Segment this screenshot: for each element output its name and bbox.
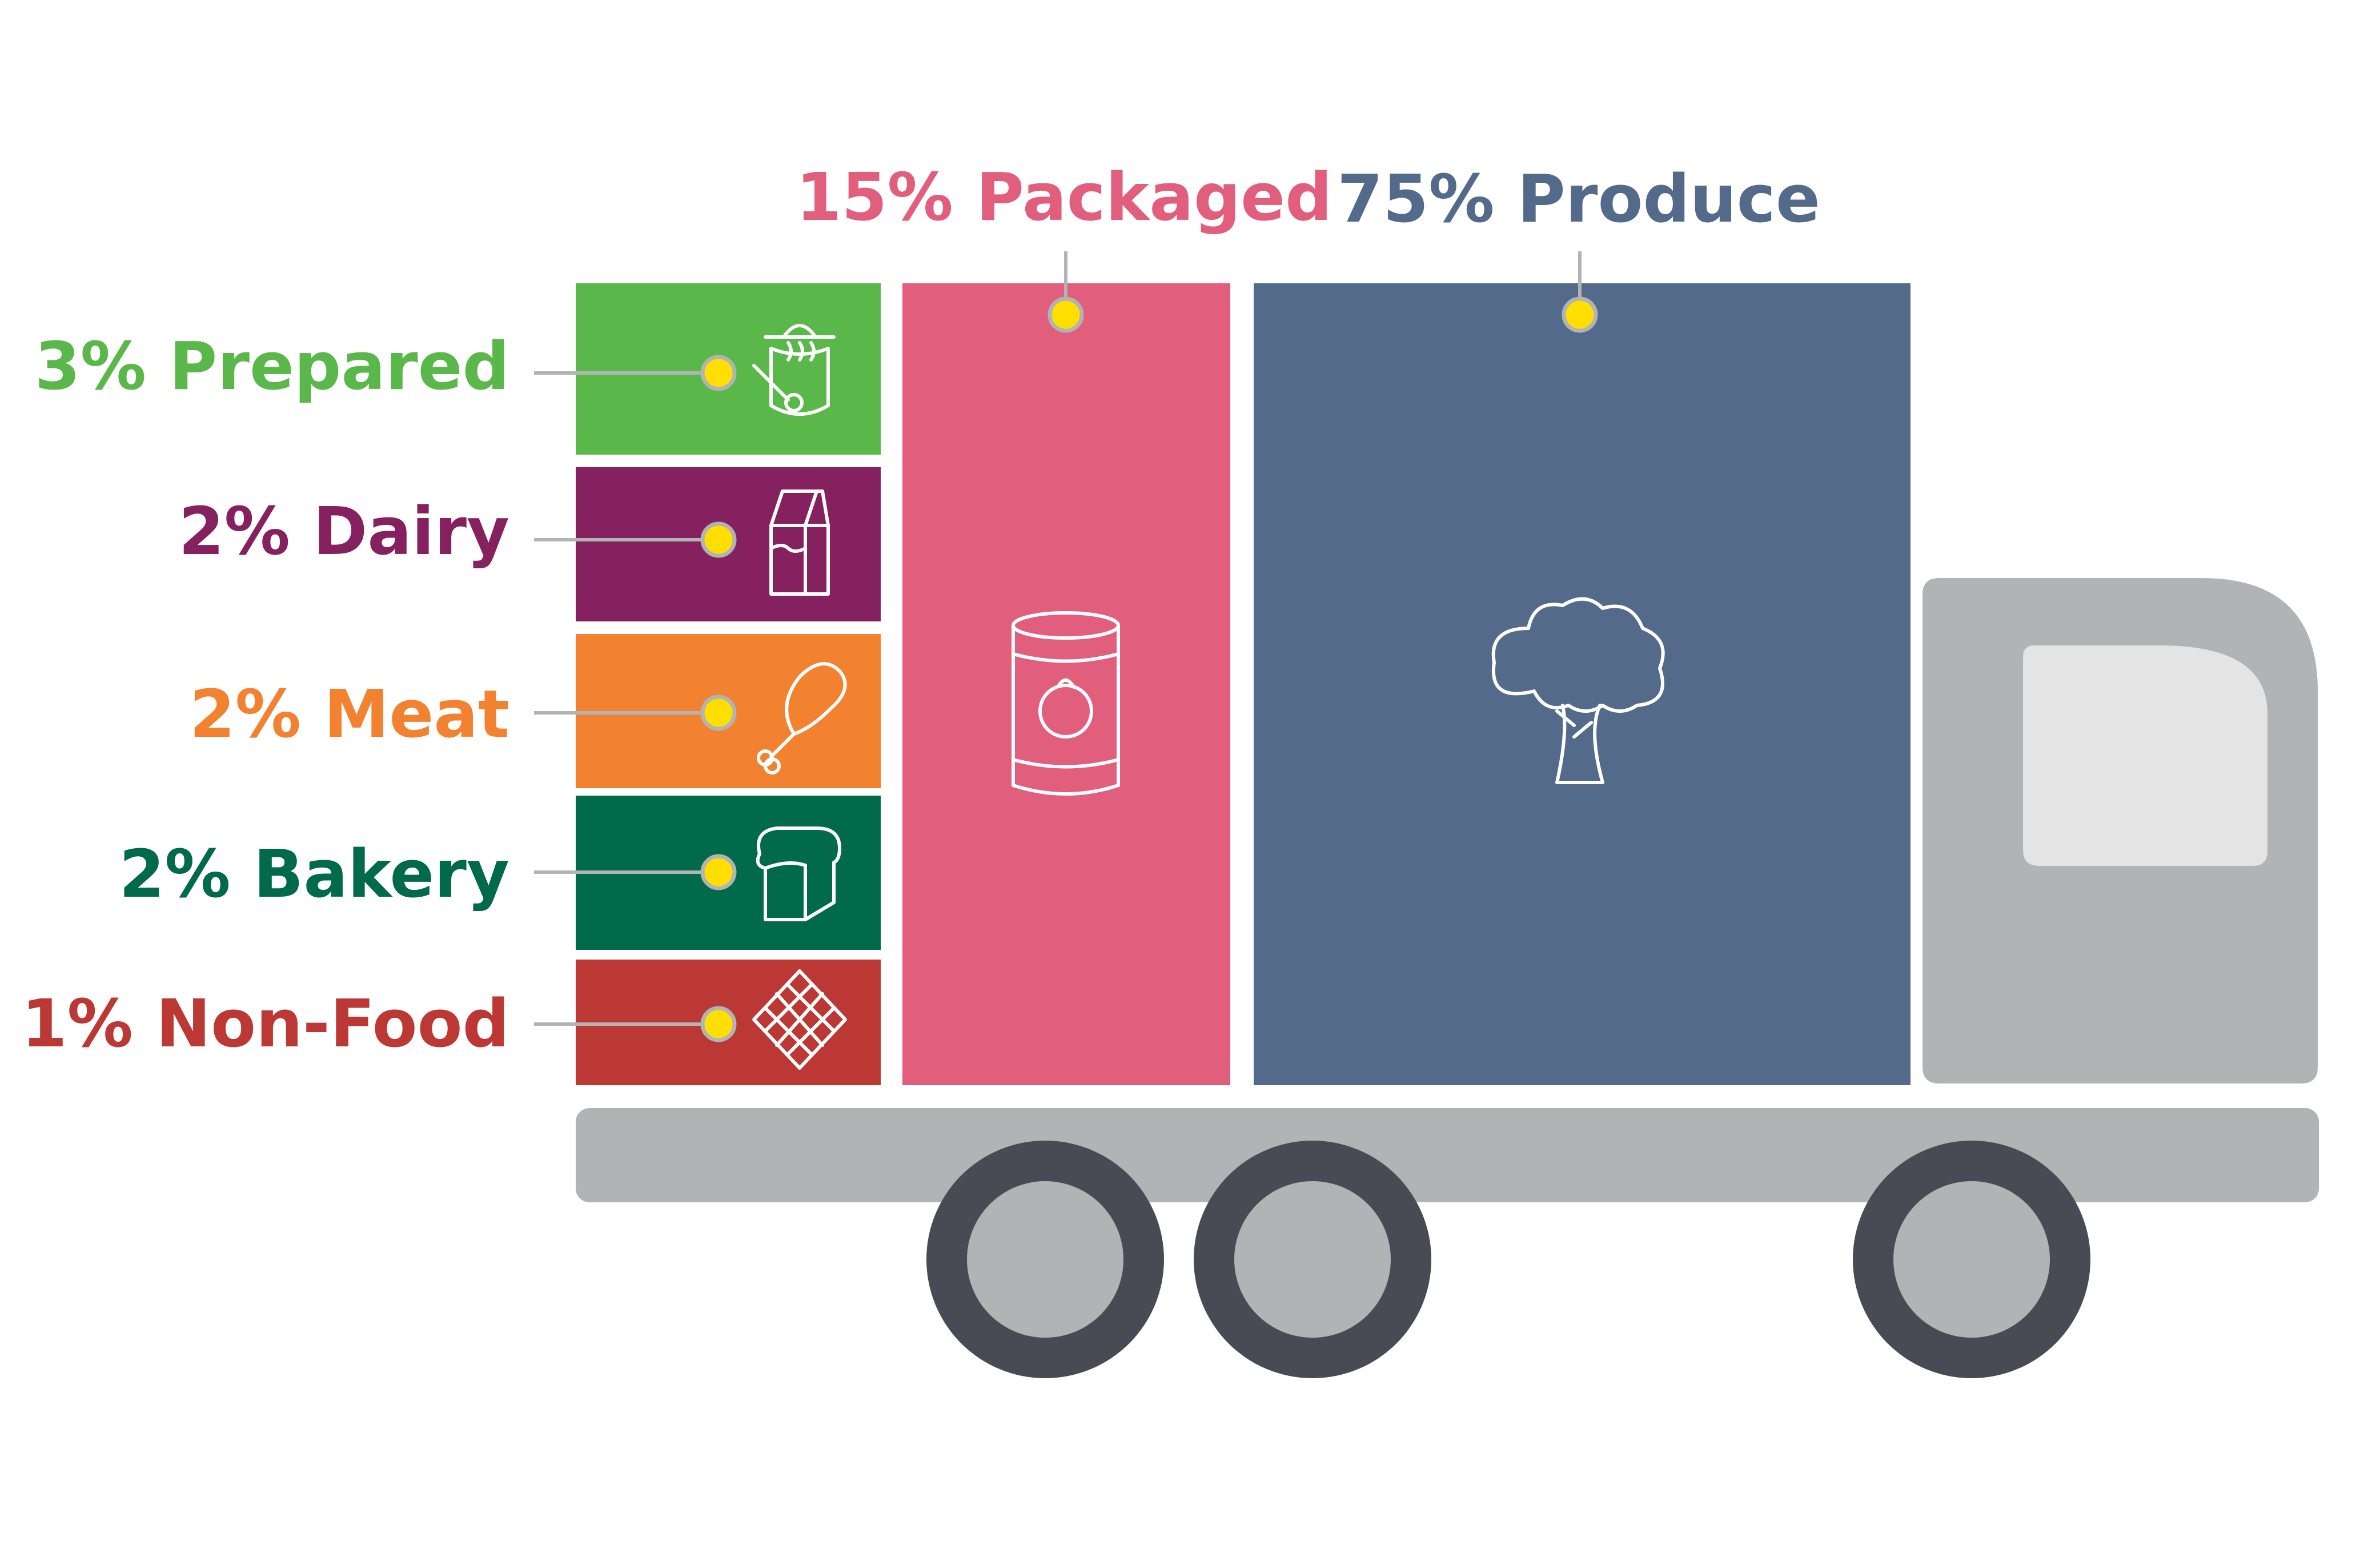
wheel-front [926, 1141, 1164, 1378]
wrapped-package-icon [752, 969, 847, 1070]
cargo-blocks [576, 283, 1911, 1085]
marker-dot-dairy [700, 521, 737, 558]
milk-carton-icon [769, 489, 830, 596]
bar-produce [1254, 283, 1911, 1085]
drumstick-icon [757, 662, 847, 774]
label-meat: 2% Meat [190, 676, 509, 753]
label-dairy: 2% Dairy [179, 493, 509, 570]
leader-lines [534, 251, 1598, 1042]
marker-dot-bakery [700, 854, 737, 890]
label-non-food: 1% Non-Food [22, 986, 509, 1062]
wheel-middle [1194, 1141, 1431, 1378]
bread-loaf-icon [756, 826, 841, 921]
tomato-can-icon [1012, 611, 1120, 796]
marker-dot-prepared [700, 355, 737, 391]
marker-dot-non-food [700, 1006, 737, 1042]
marker-dot-meat [700, 695, 737, 731]
broccoli-icon [1491, 597, 1665, 784]
label-prepared: 3% Prepared [35, 328, 509, 405]
wheel-rear [1853, 1141, 2090, 1378]
cab-window [2023, 645, 2267, 866]
marker-dot-produce [1562, 296, 1598, 333]
label-bakery: 2% Bakery [119, 836, 509, 913]
label-produce: 75% Produce [1337, 161, 1820, 238]
marker-dot-packaged [1047, 296, 1084, 333]
label-packaged: 15% Packaged [796, 159, 1333, 236]
stock-pot-icon [752, 324, 836, 416]
